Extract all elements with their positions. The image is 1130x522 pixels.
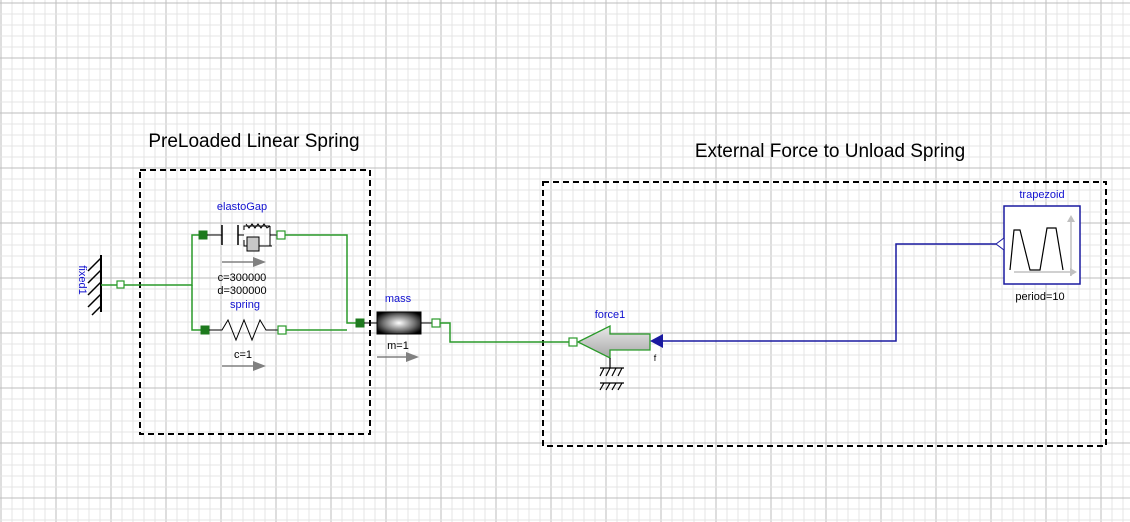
trapezoid-waveform-icon — [1009, 227, 1064, 271]
elastogap-param-d: d=300000 — [217, 285, 266, 297]
force-arrow-icon — [576, 324, 651, 360]
fixed1-flange[interactable] — [116, 280, 125, 289]
external-group-frame — [542, 181, 1107, 447]
mass-flange-b[interactable] — [431, 318, 441, 328]
external-group-title: External Force to Unload Spring — [695, 141, 965, 162]
trapezoid-block — [1003, 205, 1081, 285]
elastogap-flange-b[interactable] — [276, 230, 286, 240]
force1-port-label: f — [654, 353, 657, 363]
spring-flange-a[interactable] — [200, 325, 210, 335]
spring-direction-arrow-icon — [222, 361, 266, 371]
spring-param-c: c=1 — [234, 349, 252, 361]
mechanical-connections[interactable] — [124, 234, 573, 343]
mass-param-m: m=1 — [387, 340, 409, 352]
fixed1-component[interactable]: fixed1 — [76, 255, 125, 316]
spring-component[interactable]: spring c=1 — [200, 299, 287, 371]
force1-component[interactable]: force1 f — [568, 309, 663, 391]
mass-component[interactable]: mass m=1 — [355, 293, 441, 362]
spring-label: spring — [230, 299, 260, 311]
spring-flange-b[interactable] — [277, 325, 287, 335]
trapezoid-label: trapezoid — [1019, 189, 1064, 201]
trapezoid-axes-icon — [1014, 215, 1077, 276]
preloaded-group-title: PreLoaded Linear Spring — [148, 131, 359, 152]
force1-signal-input[interactable] — [650, 334, 663, 348]
elastogap-direction-arrow-icon — [222, 257, 266, 267]
mass-label: mass — [385, 293, 412, 305]
force1-flange[interactable] — [568, 337, 578, 347]
elastogap-component[interactable]: elastoGap c=300000 d=300000 — [198, 201, 286, 297]
mass-flange-a[interactable] — [355, 318, 365, 328]
elastogap-flange-a[interactable] — [198, 230, 208, 240]
elastogap-label: elastoGap — [217, 201, 267, 213]
mass-direction-arrow-icon — [377, 352, 419, 362]
force1-label: force1 — [595, 309, 626, 321]
elastogap-param-c: c=300000 — [218, 272, 267, 284]
signal-connection[interactable] — [662, 243, 996, 342]
trapezoid-component[interactable]: trapezoid period=10 — [995, 189, 1081, 303]
trapezoid-param-period: period=10 — [1015, 291, 1064, 303]
force1-ground-icon — [599, 358, 624, 391]
fixed1-label: fixed1 — [76, 265, 88, 294]
mass-body — [376, 311, 422, 335]
preloaded-group-frame — [139, 169, 371, 435]
trapezoid-output[interactable] — [995, 237, 1005, 251]
